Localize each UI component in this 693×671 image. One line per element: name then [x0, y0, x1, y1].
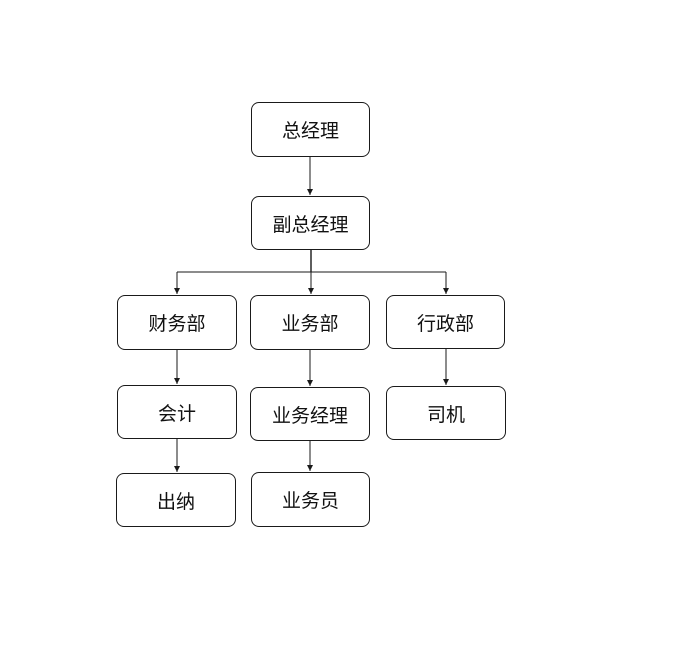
node-cashier: 出纳	[116, 473, 236, 527]
node-label: 出纳	[156, 490, 195, 513]
node-deputy-general-manager: 副总经理	[251, 196, 370, 250]
node-driver: 司机	[386, 386, 506, 440]
node-label: 财务部	[148, 313, 206, 335]
node-label: 业务员	[281, 490, 339, 512]
node-label: 行政部	[416, 312, 474, 335]
node-administration-department: 行政部	[386, 295, 505, 349]
node-general-manager: 总经理	[251, 102, 370, 157]
node-salesperson: 业务员	[251, 472, 370, 527]
node-label: 副总经理	[272, 213, 349, 236]
node-label: 业务部	[281, 313, 339, 335]
node-sales-department: 业务部	[250, 295, 370, 350]
node-finance-department: 财务部	[117, 295, 237, 350]
node-label: 总经理	[281, 120, 339, 142]
node-sales-manager: 业务经理	[250, 387, 370, 441]
node-label: 会计	[157, 402, 196, 425]
node-label: 司机	[426, 403, 465, 426]
node-label: 业务经理	[271, 404, 348, 427]
node-accountant: 会计	[117, 385, 237, 439]
